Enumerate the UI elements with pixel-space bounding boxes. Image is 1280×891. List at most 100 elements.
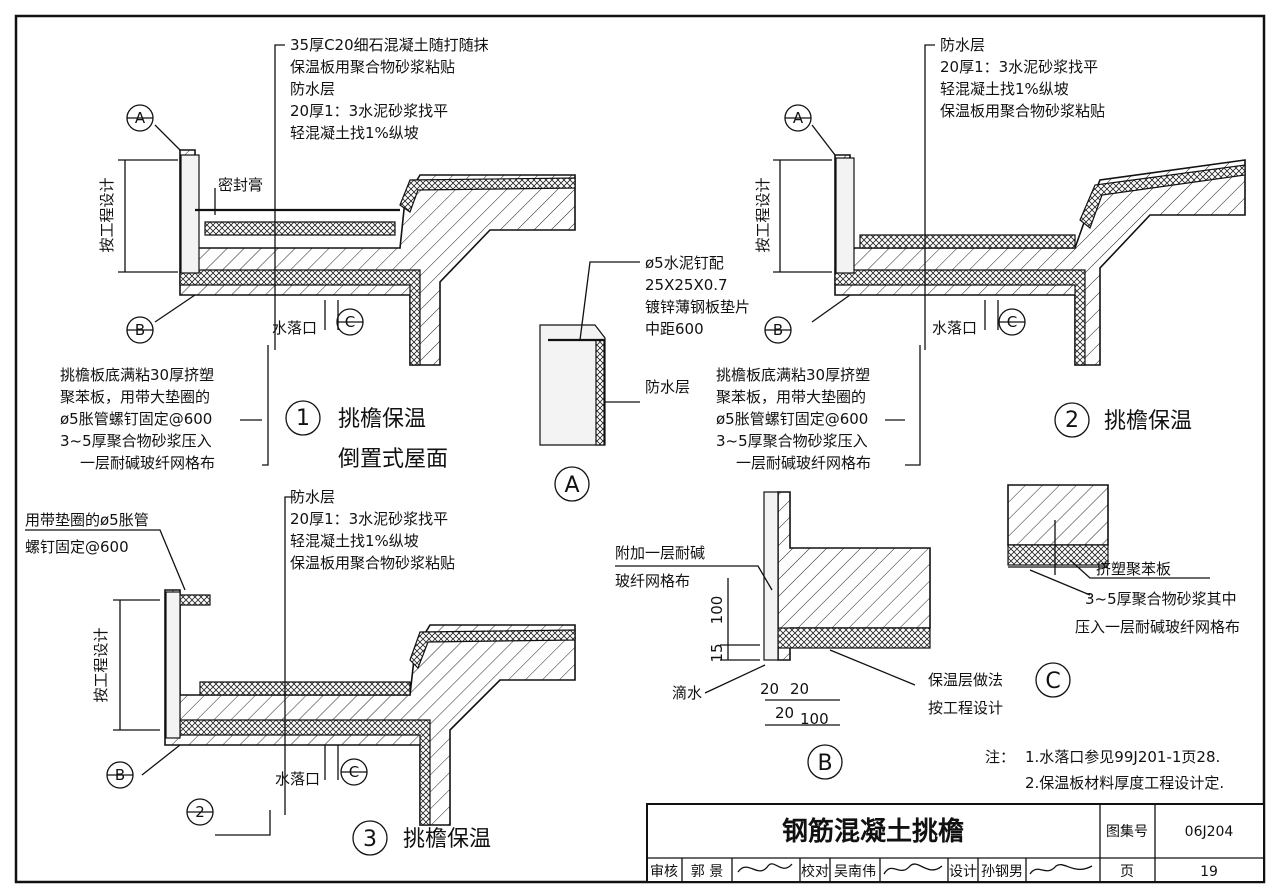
a-letter: A xyxy=(564,473,579,498)
d3-dim-label: 按工程设计 xyxy=(92,627,110,702)
d1-callout-c: C xyxy=(345,313,355,331)
check-label: 校对 xyxy=(801,863,829,880)
d3-fixing-1: 用带垫圈的ø5胀管 xyxy=(25,511,149,529)
b-dim-100: 100 xyxy=(708,596,726,625)
d3-callout-2: 2 xyxy=(195,803,205,821)
detail-2-top-insulation xyxy=(859,234,1076,249)
designer-name: 孙钢男 xyxy=(981,864,1023,880)
detail-1 xyxy=(118,44,576,466)
d1-note-1: 挑檐板底满粘30厚挤塑 xyxy=(60,366,214,384)
d3-callout-c: C xyxy=(349,763,359,781)
checker-signature xyxy=(883,863,943,875)
d1-note-3: ø5胀管螺钉固定@600 xyxy=(60,410,212,428)
d1-layer-1: 35厚C20细石混凝土随打随抹 xyxy=(290,36,489,54)
atlas-label: 图集号 xyxy=(1106,823,1148,840)
d2-note-1: 挑檐板底满粘30厚挤塑 xyxy=(716,366,870,384)
d2-note-2: 聚苯板，用带大垫圈的 xyxy=(716,388,866,406)
detail-2-slab xyxy=(834,154,1246,366)
detail-3-slab xyxy=(164,589,576,826)
detail-2-slope-layer xyxy=(1079,164,1246,229)
page-number: 19 xyxy=(1200,864,1218,880)
d3-layer-4: 保温板用聚合物砂浆粘贴 xyxy=(290,554,455,572)
notes-prefix: 注： xyxy=(985,748,1015,766)
detail-2-text: 防水层 20厚1：3水泥砂浆找平 轻混凝土找1%纵坡 保温板用聚合物砂浆粘贴 按… xyxy=(716,36,1192,472)
d2-note-4: 3~5厚聚合物砂浆压入 xyxy=(716,432,868,450)
detail-2-upstand xyxy=(835,157,855,274)
d2-layer-2: 20厚1：3水泥砂浆找平 xyxy=(940,58,1098,76)
d3-layer-3: 轻混凝土找1%纵坡 xyxy=(290,532,419,550)
d1-drain: 水落口 xyxy=(272,319,317,337)
d2-layer-3: 轻混凝土找1%纵坡 xyxy=(940,80,1069,98)
notes-line-2: 2.保温板材料厚度工程设计定. xyxy=(1025,774,1224,792)
b-mesh-2: 玻纤网格布 xyxy=(615,572,690,590)
b-letter: B xyxy=(817,751,832,776)
detail-1-text: 35厚C20细石混凝土随打随抹 保温板用聚合物砂浆粘贴 防水层 20厚1：3水泥… xyxy=(60,36,489,472)
detail-2 xyxy=(764,44,1246,466)
title-block xyxy=(646,803,1265,883)
detail-3-insulation xyxy=(164,719,431,826)
b-dim-15: 15 xyxy=(708,643,726,662)
detail-a-text: ø5水泥钉配 25X25X0.7 镀锌薄钢板垫片 中距600 防水层 A xyxy=(564,254,750,498)
detail-1-top-insulation xyxy=(204,221,396,236)
b-insul-1: 保温层做法 xyxy=(928,671,1003,689)
d1-dim-label: 按工程设计 xyxy=(98,177,116,252)
title-block-text: 钢筋混凝土挑檐 图集号 06J204 页 19 审核 郭 景 校对 吴南伟 设计… xyxy=(650,816,1233,880)
d1-title-2: 倒置式屋面 xyxy=(338,447,448,472)
d2-number: 2 xyxy=(1065,408,1079,433)
d2-callout-c: C xyxy=(1007,313,1017,331)
sheet-border xyxy=(14,14,1266,884)
b-dim-h3: 20 xyxy=(775,704,794,722)
checker-name: 吴南伟 xyxy=(834,864,876,880)
d3-layer-1: 防水层 xyxy=(290,488,335,506)
d2-callout-a: A xyxy=(793,109,804,127)
d2-note-3: ø5胀管螺钉固定@600 xyxy=(716,410,868,428)
d2-callout-b: B xyxy=(773,321,783,339)
reviewer-signature xyxy=(737,863,793,873)
atlas-number: 06J204 xyxy=(1185,824,1234,840)
reviewer-name: 郭 景 xyxy=(691,863,723,880)
detail-c-text: 挤塑聚苯板 3~5厚聚合物砂浆其中 压入一层耐碱玻纤网格布 C xyxy=(1045,560,1240,694)
c-letter: C xyxy=(1045,669,1060,694)
review-label: 审核 xyxy=(650,864,678,880)
detail-3-slope-layer xyxy=(409,629,576,670)
d1-note-4: 3~5厚聚合物砂浆压入 xyxy=(60,432,212,450)
b-dim-h1: 20 xyxy=(760,680,779,698)
d1-sealant: 密封膏 xyxy=(218,176,263,194)
d1-callout-a: A xyxy=(135,109,146,127)
detail-1-upstand xyxy=(180,154,200,274)
d2-layer-1: 防水层 xyxy=(940,36,985,54)
a-nail-2: 25X25X0.7 xyxy=(645,276,728,294)
c-mortar-1: 3~5厚聚合物砂浆其中 xyxy=(1085,590,1237,608)
d1-layer-2: 保温板用聚合物砂浆粘贴 xyxy=(290,58,455,76)
d2-dim-label: 按工程设计 xyxy=(754,177,772,252)
detail-a xyxy=(539,261,640,502)
b-drip: 滴水 xyxy=(672,684,702,702)
d2-note-5: 一层耐碱玻纤网格布 xyxy=(736,454,871,472)
d2-drain: 水落口 xyxy=(932,319,977,337)
a-nail-1: ø5水泥钉配 xyxy=(645,254,724,272)
d1-layer-4: 20厚1：3水泥砂浆找平 xyxy=(290,102,448,120)
d1-layer-3: 防水层 xyxy=(290,80,335,98)
d1-layer-5: 轻混凝土找1%纵坡 xyxy=(290,124,419,142)
a-waterproof: 防水层 xyxy=(645,378,690,396)
b-insul-2: 按工程设计 xyxy=(928,699,1003,717)
general-notes: 注： 1.水落口参见99J201-1页28. 2.保温板材料厚度工程设计定. xyxy=(985,748,1224,792)
detail-c xyxy=(1007,484,1210,698)
d3-fixing-2: 螺钉固定@600 xyxy=(25,538,129,556)
d3-title: 挑檐保温 xyxy=(403,827,491,852)
detail-1-slope-layer xyxy=(399,177,576,213)
detail-3 xyxy=(25,496,576,856)
d1-note-5: 一层耐碱玻纤网格布 xyxy=(80,454,215,472)
d3-layer-2: 20厚1：3水泥砂浆找平 xyxy=(290,510,448,528)
design-label: 设计 xyxy=(949,864,977,880)
b-mesh-1: 附加一层耐碱 xyxy=(615,544,705,562)
detail-b-text: 附加一层耐碱 玻纤网格布 100 15 20 20 20 100 滴水 保温层做… xyxy=(615,544,1003,776)
d1-title-1: 挑檐保温 xyxy=(338,407,426,432)
d3-drain: 水落口 xyxy=(275,770,320,788)
designer-signature xyxy=(1029,864,1093,875)
b-dim-h2: 20 xyxy=(790,680,809,698)
d1-note-2: 聚苯板，用带大垫圈的 xyxy=(60,388,210,406)
d3-callout-b: B xyxy=(115,766,125,784)
drawing-title: 钢筋混凝土挑檐 xyxy=(782,816,964,847)
